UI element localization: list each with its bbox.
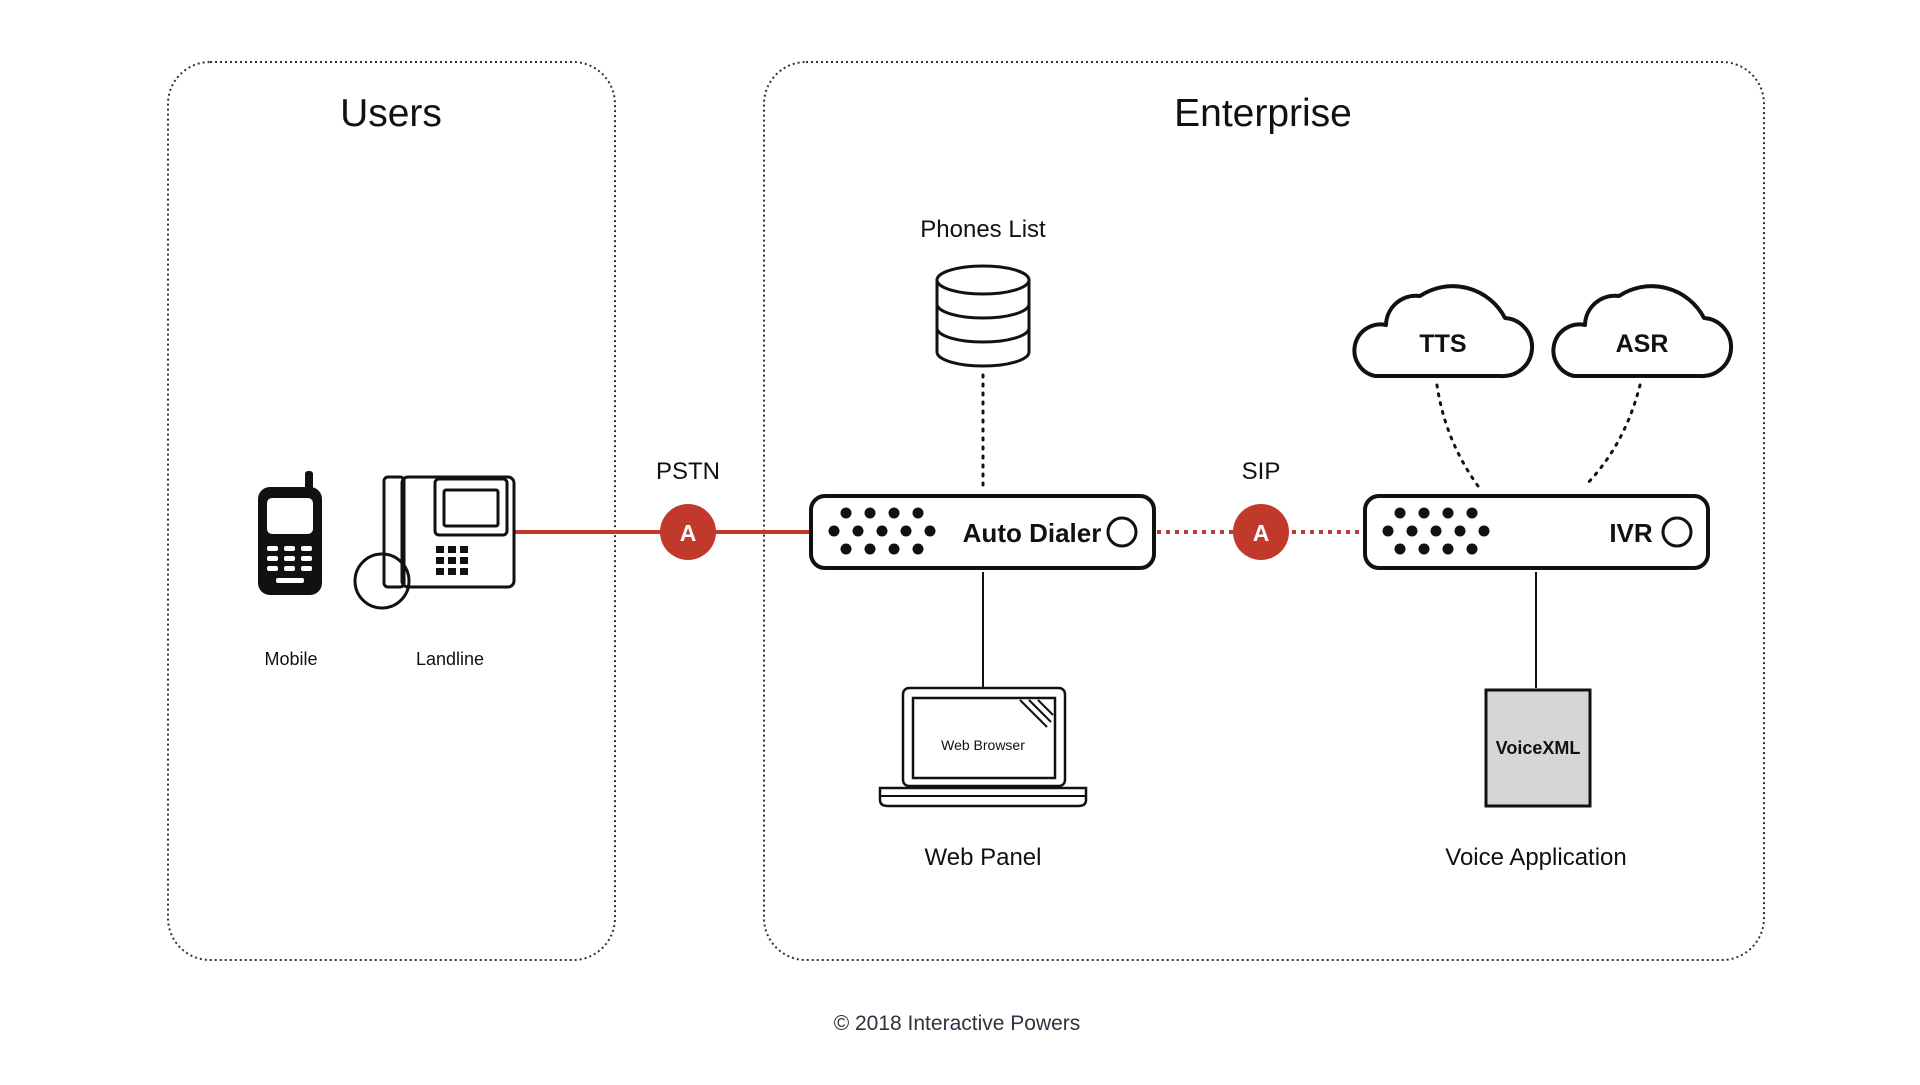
phones-list-label: Phones List <box>920 216 1046 243</box>
web-browser-screen-text: Web Browser <box>941 737 1025 753</box>
phones-list: Phones List <box>920 216 1046 368</box>
web-panel: Web Browser Web Panel <box>878 686 1088 871</box>
tts-cloud: TTS <box>1352 284 1535 379</box>
ivr-server-icon <box>1363 494 1710 570</box>
copyright-footer: © 2018 Interactive Powers <box>834 1012 1081 1035</box>
asr-cloud: ASR <box>1551 284 1734 379</box>
users-zone: Users <box>167 61 616 961</box>
landline-phone: Landline <box>353 475 516 669</box>
voice-application: VoiceXML Voice Application <box>1445 688 1627 871</box>
asr-cloud-icon <box>1551 284 1734 379</box>
voice-application-label: Voice Application <box>1445 844 1626 871</box>
users-zone-title: Users <box>340 92 442 135</box>
mobile-label: Mobile <box>264 649 317 669</box>
auto-dialer-label: Auto Dialer <box>963 518 1102 548</box>
pstn-badge <box>660 504 716 560</box>
tts-label: TTS <box>1419 330 1466 358</box>
desk-phone-icon <box>353 475 516 610</box>
ivr: IVR <box>1363 494 1710 570</box>
asr-connector <box>1583 383 1642 488</box>
auto-dialer-server-icon <box>809 494 1156 570</box>
sip-badge <box>1233 504 1289 560</box>
mobile-phone: Mobile <box>258 471 322 669</box>
asr-label: ASR <box>1616 330 1669 358</box>
ivr-label: IVR <box>1609 518 1653 548</box>
mobile-phone-icon <box>258 471 322 595</box>
sip-label: SIP <box>1242 458 1281 485</box>
voicexml-text: VoiceXML <box>1496 738 1581 758</box>
auto-dialer: Auto Dialer <box>809 494 1156 570</box>
pstn-badge-letter: A <box>680 520 697 546</box>
enterprise-zone: Enterprise <box>763 61 1765 961</box>
enterprise-zone-title: Enterprise <box>1174 92 1352 135</box>
pstn-link: A PSTN <box>515 458 810 560</box>
sip-link: A SIP <box>1157 458 1363 560</box>
pstn-label: PSTN <box>656 458 720 485</box>
tts-cloud-icon <box>1352 284 1535 379</box>
landline-label: Landline <box>416 649 484 669</box>
database-icon <box>935 264 1031 368</box>
laptop-icon <box>878 686 1088 808</box>
sip-badge-letter: A <box>1253 520 1270 546</box>
document-icon <box>1484 688 1592 808</box>
tts-connector <box>1435 383 1480 488</box>
web-panel-label: Web Panel <box>925 844 1042 871</box>
